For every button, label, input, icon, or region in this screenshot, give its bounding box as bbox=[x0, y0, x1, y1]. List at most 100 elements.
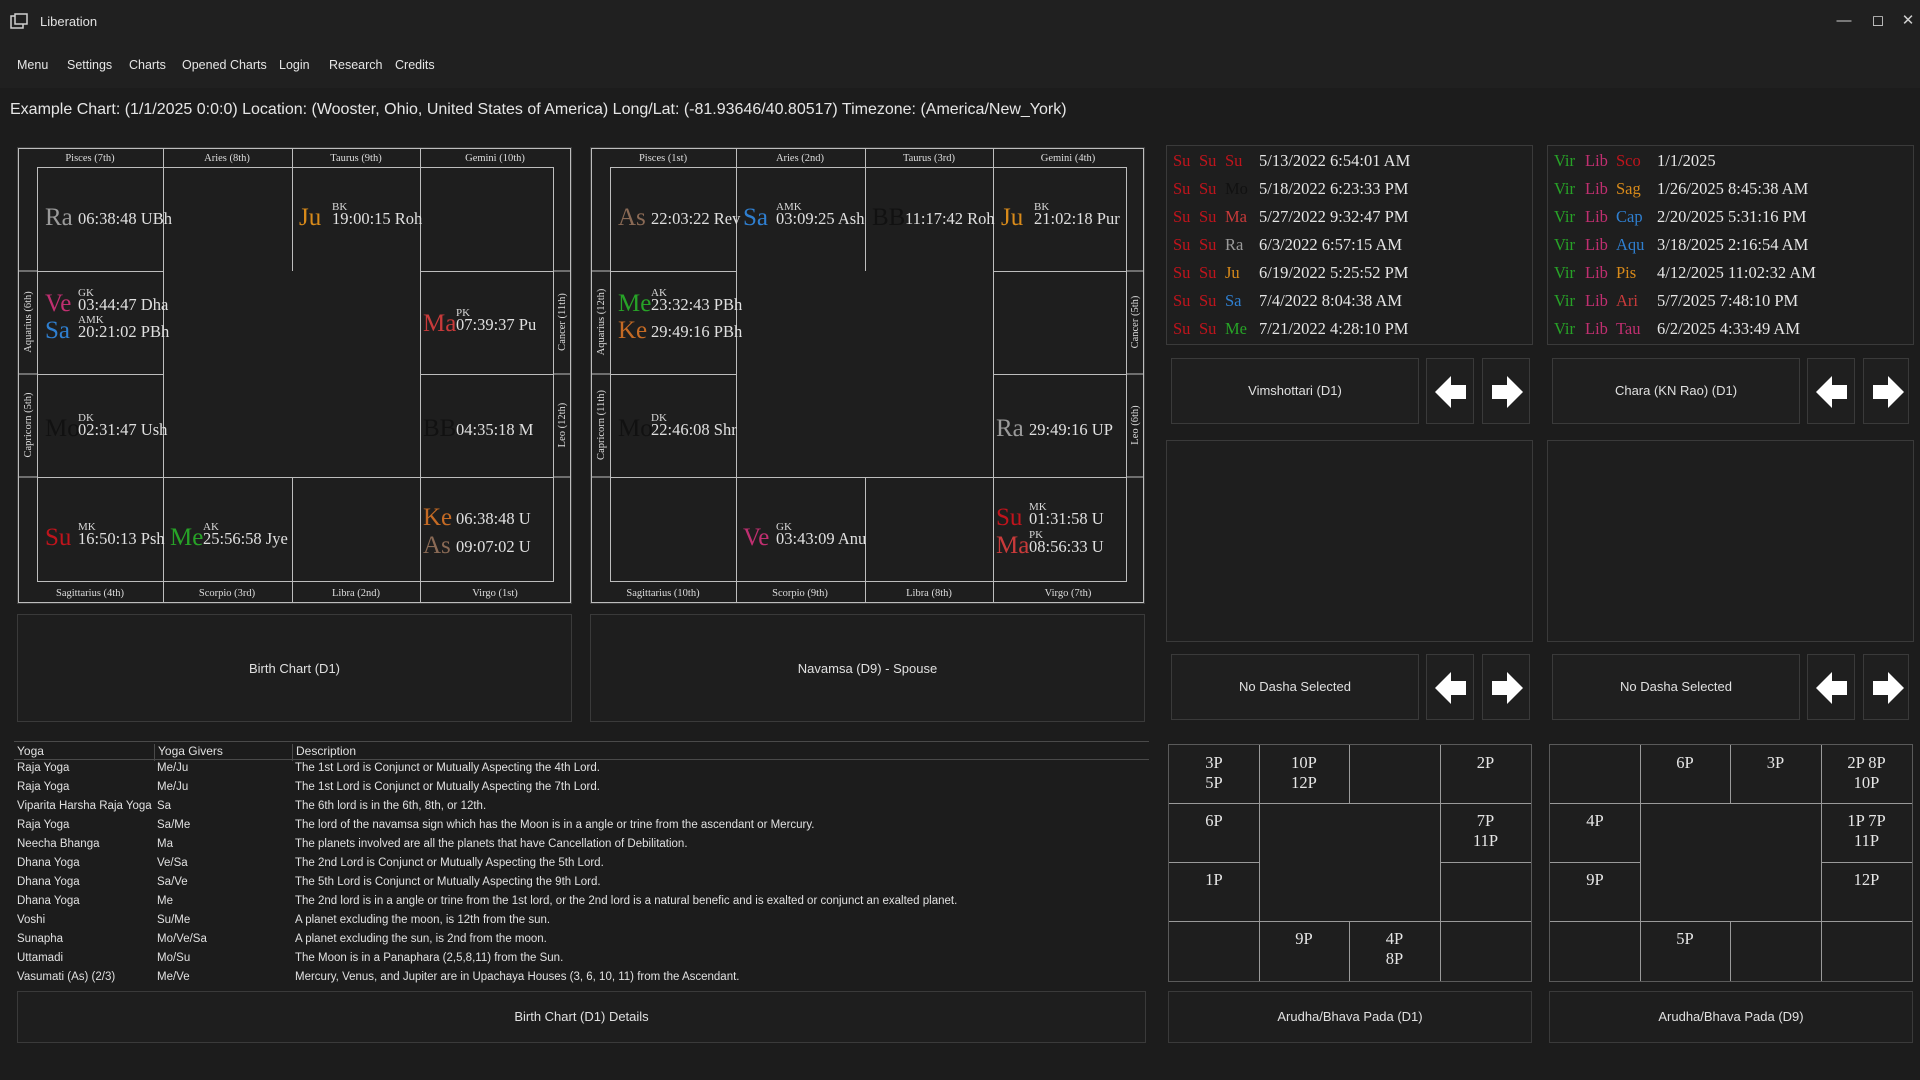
chara-subdasha-area[interactable] bbox=[1547, 440, 1914, 642]
menu-settings[interactable]: Settings bbox=[67, 58, 113, 72]
sign-label: Aries (2nd) bbox=[776, 153, 825, 164]
yoga-name: Raja Yoga bbox=[17, 819, 70, 831]
arudha-pada-d9-caption-box[interactable]: Arudha/Bhava Pada (D9) bbox=[1549, 991, 1913, 1043]
dasha-start-date: 1/1/2025 bbox=[1657, 151, 1716, 170]
maximize-button[interactable]: ◻ bbox=[1871, 12, 1885, 29]
vimshottari-prev-button[interactable] bbox=[1426, 358, 1474, 424]
arudha-pada-d1-caption-box[interactable]: Arudha/Bhava Pada (D1) bbox=[1168, 991, 1532, 1043]
navamsa-chart-caption: Navamsa (D9) - Spouse bbox=[797, 661, 938, 676]
chara-prev-button[interactable] bbox=[1807, 358, 1855, 424]
navamsa-chart-caption-box[interactable]: Navamsa (D9) - Spouse bbox=[590, 614, 1145, 722]
chara-system-button[interactable]: Chara (KN Rao) (D1) bbox=[1552, 358, 1800, 424]
vimshottari-selected-label[interactable]: No Dasha Selected bbox=[1171, 654, 1419, 720]
menu-menu[interactable]: Menu bbox=[17, 58, 49, 72]
menu-charts[interactable]: Charts bbox=[129, 58, 166, 72]
column-yoga-givers[interactable]: Yoga Givers bbox=[154, 744, 292, 761]
dasha-start-date: 5/18/2022 6:23:33 PM bbox=[1259, 179, 1409, 198]
birth-chart-panel[interactable]: Pisces (7th)Aries (8th)Taurus (9th)Gemin… bbox=[17, 147, 572, 604]
chara-sub-prev-button[interactable] bbox=[1807, 654, 1855, 720]
birth-chart-caption-box[interactable]: Birth Chart (D1) bbox=[17, 614, 572, 722]
dasha-lord: Su bbox=[1199, 151, 1217, 170]
yoga-name: Dhana Yoga bbox=[17, 895, 80, 907]
column-description[interactable]: Description bbox=[292, 744, 1149, 761]
vimshottari-sub-next-button[interactable] bbox=[1482, 654, 1530, 720]
vimshottari-sub-prev-button[interactable] bbox=[1426, 654, 1474, 720]
yoga-name: Voshi bbox=[17, 914, 46, 926]
vimshottari-system-button[interactable]: Vimshottari (D1) bbox=[1171, 358, 1419, 424]
menu-credits[interactable]: Credits bbox=[395, 58, 435, 72]
dasha-lord: Ari bbox=[1616, 291, 1638, 310]
menu-login[interactable]: Login bbox=[279, 58, 310, 72]
menu-opened-charts[interactable]: Opened Charts bbox=[182, 58, 267, 72]
vimshottari-subdasha-area[interactable] bbox=[1166, 440, 1533, 642]
menu-research[interactable]: Research bbox=[329, 58, 383, 72]
planet-degree: 04:35:18 M bbox=[456, 420, 534, 439]
column-yoga[interactable]: Yoga bbox=[17, 744, 44, 758]
pada-label: 6P bbox=[1676, 753, 1693, 772]
close-button[interactable]: ✕ bbox=[1901, 12, 1915, 29]
chart-info-line: Example Chart: (1/1/2025 0:0:0) Location… bbox=[10, 101, 1067, 118]
chara-next-button[interactable] bbox=[1863, 358, 1909, 424]
navamsa-chart-panel[interactable]: Pisces (1st)Aries (2nd)Taurus (3rd)Gemin… bbox=[590, 147, 1145, 604]
vimshottari-next-button[interactable] bbox=[1482, 358, 1530, 424]
yoga-description: The 2nd Lord is Conjunct or Mutually Asp… bbox=[295, 857, 604, 869]
chara-selected-label[interactable]: No Dasha Selected bbox=[1552, 654, 1800, 720]
chara-sub-next-button[interactable] bbox=[1863, 654, 1909, 720]
yoga-details-caption-box[interactable]: Birth Chart (D1) Details bbox=[17, 991, 1146, 1043]
minimize-button[interactable]: — bbox=[1836, 12, 1852, 29]
